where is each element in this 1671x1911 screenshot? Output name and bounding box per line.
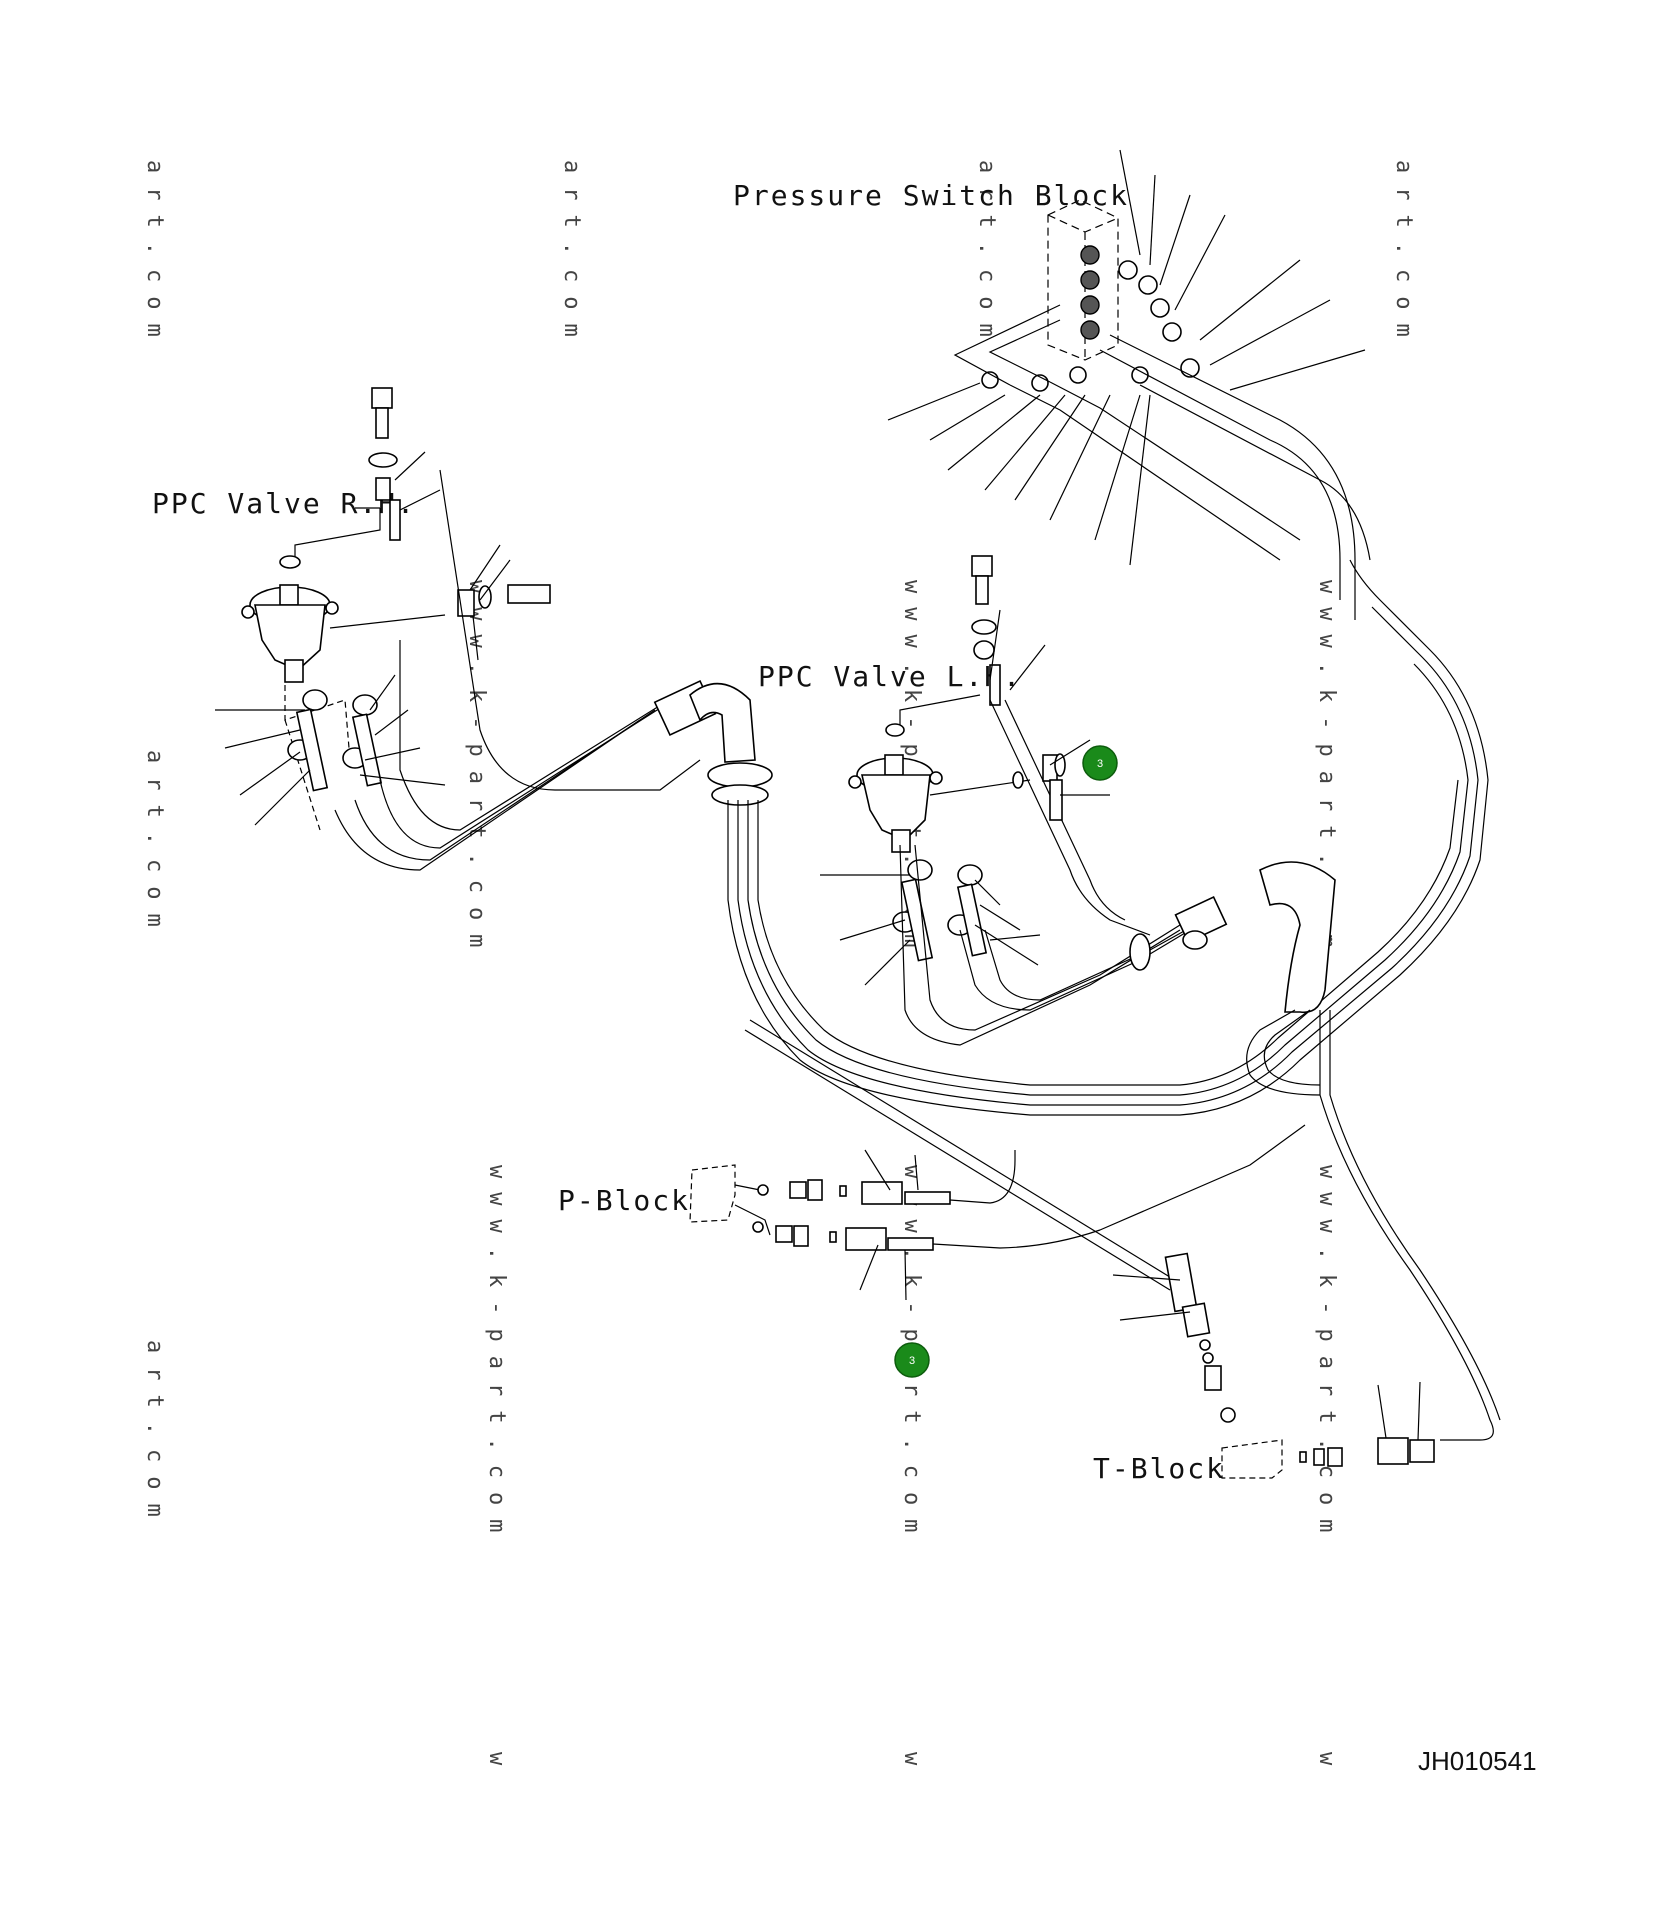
callout-number: 3 bbox=[1097, 758, 1103, 770]
switch-hoses bbox=[953, 304, 1371, 620]
watermark-art: art.com bbox=[142, 750, 167, 941]
switch-leader-lines bbox=[887, 149, 1366, 566]
label-ppc-valve-lh: PPC Valve L.H. bbox=[758, 660, 1022, 693]
fittings-rh bbox=[287, 689, 383, 792]
watermark-art: art.com bbox=[142, 1340, 167, 1531]
label-t-block: T-Block bbox=[1093, 1452, 1225, 1485]
t-block-inlet bbox=[1164, 1252, 1236, 1423]
t-block: T-Block bbox=[1093, 1252, 1435, 1485]
valve-body-rh bbox=[241, 555, 339, 683]
clamp-lh bbox=[1042, 739, 1110, 821]
watermark-w: w bbox=[899, 1752, 924, 1779]
callout-number: 3 bbox=[909, 1355, 915, 1367]
watermark-kpart: www.k-part.com bbox=[464, 580, 489, 961]
label-pressure-switch-block: Pressure Switch Block bbox=[733, 179, 1129, 212]
drawing-code: JH010541 bbox=[1418, 1746, 1537, 1776]
watermark-w: w bbox=[484, 1752, 509, 1779]
callout-badge: 3 bbox=[894, 1342, 930, 1378]
valve-body-lh bbox=[848, 723, 943, 853]
ppc-valve-lh: PPC Valve L.H. bbox=[758, 555, 1196, 1046]
switch-fittings bbox=[981, 245, 1200, 392]
p-block-fittings-lower bbox=[752, 1221, 934, 1251]
pressure-switch-block: Pressure Switch Block bbox=[733, 149, 1371, 620]
callout-badge: 3 bbox=[1082, 745, 1118, 781]
elbow-upper-center bbox=[653, 680, 773, 806]
p-block-fittings-upper bbox=[757, 1179, 951, 1205]
leader-lines-lh bbox=[820, 609, 1046, 986]
watermark-art: art.com bbox=[974, 160, 999, 351]
bolt-lh bbox=[971, 555, 1001, 706]
ppc-valve-rh: PPC Valve R.H. bbox=[152, 387, 551, 831]
t-block-outlet bbox=[1299, 1437, 1435, 1467]
fittings-lh bbox=[892, 859, 988, 962]
bolt bbox=[368, 387, 401, 541]
label-p-block: P-Block bbox=[558, 1184, 690, 1217]
watermark-w: w bbox=[1314, 1752, 1339, 1779]
watermark-kpart: www.k-part.com bbox=[484, 1165, 509, 1546]
label-ppc-valve-rh: PPC Valve R.H. bbox=[152, 487, 416, 520]
watermark-art: art.com bbox=[559, 160, 584, 351]
leader-lines-rh bbox=[215, 451, 446, 826]
p-block: P-Block bbox=[558, 1124, 1306, 1301]
center-hose-bundle bbox=[334, 469, 1489, 1291]
watermark-art: art.com bbox=[1391, 160, 1416, 351]
clamp-rh bbox=[457, 544, 551, 661]
right-elbow bbox=[1129, 861, 1501, 1441]
watermark-art: art.com bbox=[142, 160, 167, 351]
watermark-kpart: www.k-part.com bbox=[1314, 1165, 1339, 1546]
